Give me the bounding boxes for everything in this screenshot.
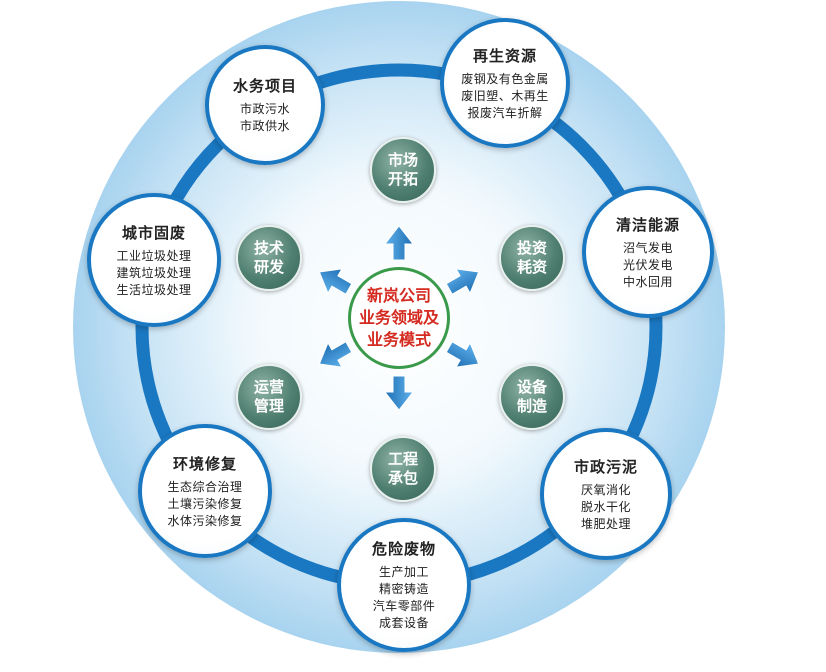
area-item: 水体污染修复 [167, 513, 243, 528]
mode-label: 开拓 [387, 170, 418, 188]
direction-arrow [445, 341, 480, 368]
direction-arrow [318, 341, 353, 368]
area-item: 市政污水 [239, 102, 290, 116]
direction-arrow [318, 268, 353, 295]
mode-label: 工程 [387, 450, 418, 468]
area-title: 市政污泥 [573, 457, 638, 476]
mode-label: 耗资 [516, 258, 547, 276]
area-node-remediation: 环境修复 生态综合治理 土壤污染修复 水体污染修复 [138, 424, 272, 558]
area-item: 报废汽车折解 [467, 105, 543, 120]
area-node-water: 水务项目 市政污水 市政供水 [205, 45, 325, 165]
area-item: 土壤污染修复 [167, 496, 243, 511]
mode-label: 投资 [516, 239, 547, 257]
area-item: 中水回用 [622, 274, 673, 289]
area-item: 汽车零部件 [372, 599, 436, 613]
area-item: 生态综合治理 [167, 479, 243, 494]
area-item: 废旧塑、木再生 [461, 88, 549, 103]
area-node-sludge: 市政污泥 厌氧消化 脱水干化 堆肥处理 [540, 428, 672, 560]
area-item: 脱水干化 [580, 499, 631, 514]
area-item: 光伏发电 [622, 257, 673, 272]
area-item: 市政供水 [239, 119, 290, 133]
direction-arrow [445, 268, 480, 295]
area-item: 建筑垃圾处理 [116, 265, 192, 280]
area-item: 精密铸造 [378, 582, 429, 596]
center-label: 业务领域及 [358, 308, 439, 327]
mode-label: 运营 [253, 378, 284, 396]
area-item: 沼气发电 [622, 240, 673, 255]
mode-label: 技术 [253, 239, 284, 257]
area-title: 清洁能源 [615, 215, 680, 234]
area-title: 水务项目 [232, 77, 297, 95]
mode-node-rnd: 技术 研发 [236, 225, 302, 291]
mode-node-investment: 投资 耗资 [499, 225, 565, 291]
area-item: 废钢及有色金属 [461, 71, 549, 86]
area-item: 成套设备 [378, 616, 429, 630]
area-title: 环境修复 [172, 454, 237, 473]
mode-label: 市场 [387, 151, 418, 169]
area-node-clean-energy: 清洁能源 沼气发电 光伏发电 中水回用 [582, 186, 714, 318]
area-node-solid-waste: 城市固废 工业垃圾处理 建筑垃圾处理 生活垃圾处理 [87, 193, 221, 327]
area-item: 工业垃圾处理 [116, 248, 192, 263]
area-item: 生活垃圾处理 [116, 282, 192, 297]
area-item: 堆肥处理 [580, 516, 631, 531]
mode-node-operation: 运营 管理 [236, 364, 302, 430]
area-title: 城市固废 [121, 223, 186, 242]
area-title: 再生资源 [472, 46, 537, 65]
mode-node-market: 市场 开拓 [370, 137, 436, 203]
mode-label: 承包 [387, 469, 418, 487]
mode-label: 设备 [516, 378, 547, 396]
mode-label: 管理 [253, 397, 284, 415]
mode-node-equipment: 设备 制造 [499, 364, 565, 430]
direction-arrow [383, 225, 415, 261]
area-node-renewable: 再生资源 废钢及有色金属 废旧塑、木再生 报废汽车折解 [440, 18, 570, 148]
area-item: 厌氧消化 [580, 482, 631, 497]
mode-node-engineering: 工程 承包 [370, 436, 436, 502]
mode-label: 研发 [253, 258, 284, 276]
area-node-hazardous: 危险废物 生产加工 精密铸造 汽车零部件 成套设备 [337, 518, 471, 652]
direction-arrow [383, 375, 415, 411]
center-label: 业务模式 [366, 330, 431, 349]
mode-label: 制造 [516, 397, 547, 415]
area-title: 危险废物 [371, 540, 436, 558]
area-item: 生产加工 [378, 565, 429, 579]
center-label: 新岚公司 [366, 286, 431, 305]
arrow-group [318, 225, 480, 411]
center-node: 新岚公司 业务领域及 业务模式 [348, 267, 450, 369]
